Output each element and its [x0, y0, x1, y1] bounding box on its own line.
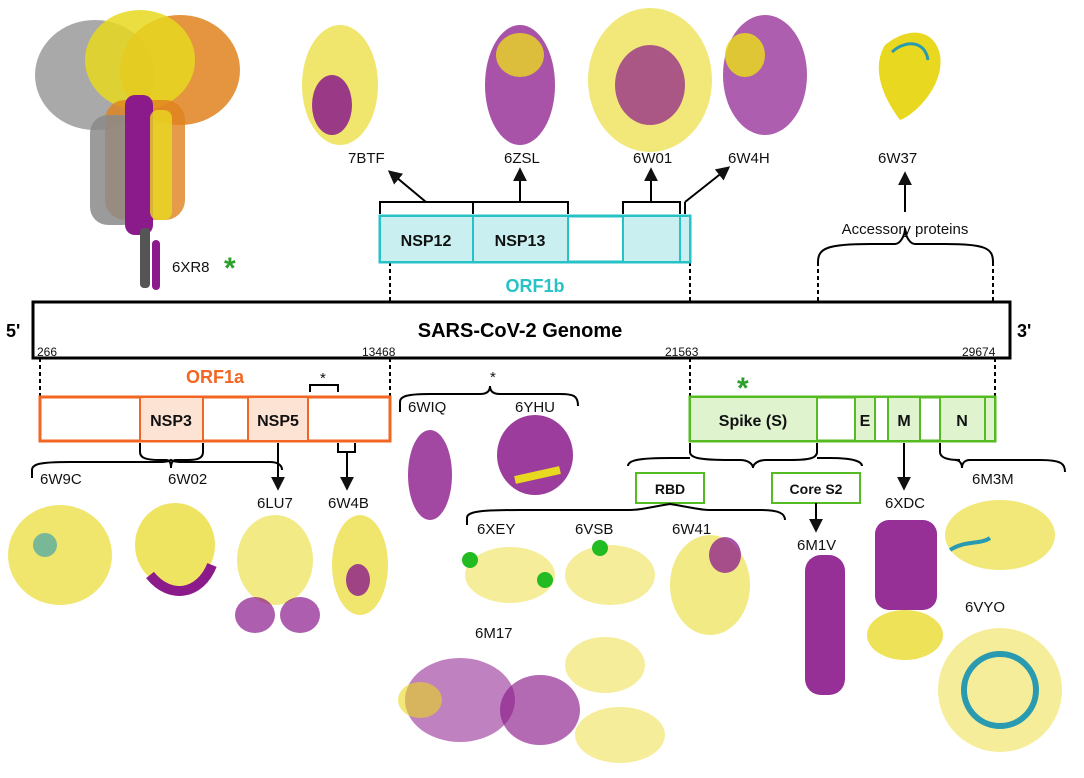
structure-6w9c	[8, 505, 112, 605]
pdb-6xdc: 6XDC	[885, 495, 925, 512]
segment-nsp3: NSP3	[150, 413, 192, 430]
structure-6m3m	[945, 500, 1055, 570]
five-prime-label: 5'	[6, 321, 20, 341]
pdb-6w01: 6W01	[633, 150, 672, 167]
structure-6m1v	[805, 555, 845, 695]
segment-spike: Spike (S)	[719, 413, 787, 430]
top-connectors	[379, 166, 994, 263]
pdb-6xey: 6XEY	[477, 521, 515, 538]
orf1a-label: ORF1a	[186, 367, 245, 387]
pdb-6m3m: 6M3M	[972, 471, 1014, 488]
position-21563: 21563	[665, 345, 699, 359]
orf1b-label: ORF1b	[505, 276, 564, 296]
segment-nsp5: NSP5	[257, 413, 299, 430]
genome-bar	[31, 300, 1012, 360]
middle-star: *	[490, 369, 496, 386]
pdb-7btf: 7BTF	[348, 150, 385, 167]
orf1a-star: *	[320, 370, 326, 387]
structure-6w37	[878, 32, 941, 120]
pdb-6m17: 6M17	[475, 625, 513, 642]
structure-6vyo	[938, 628, 1062, 752]
core-s2-box	[771, 472, 861, 504]
structure-6wiq	[408, 430, 452, 520]
orf1b-track: NSP12 NSP13	[378, 214, 692, 264]
structure-6xey	[462, 547, 555, 603]
pdb-6vsb: 6VSB	[575, 521, 613, 538]
structure-6vsb	[565, 540, 665, 763]
segment-nsp13: NSP13	[495, 233, 546, 250]
structure-6w4b	[332, 515, 388, 615]
segment-m: M	[897, 413, 910, 430]
structure-6xdc	[867, 520, 943, 660]
structure-6yhu	[497, 415, 573, 495]
structure-6zsl	[485, 25, 555, 145]
pdb-6w41: 6W41	[672, 521, 711, 538]
structure-6w01	[588, 8, 712, 152]
orf1a-track: NSP3 NSP5	[38, 395, 392, 443]
segment-e: E	[860, 413, 871, 430]
pdb-6w4h: 6W4H	[728, 150, 770, 167]
pdb-6vyo: 6VYO	[965, 599, 1005, 616]
position-29674: 29674	[962, 345, 996, 359]
structure-6w02	[135, 503, 217, 596]
position-13468: 13468	[362, 345, 396, 359]
rbd-label: RBD	[655, 481, 685, 497]
structure-6lu7	[235, 515, 320, 633]
structure-6m17	[398, 658, 580, 745]
bottom-connectors	[31, 385, 1066, 533]
position-266: 266	[37, 345, 57, 359]
pdb-6w9c: 6W9C	[40, 471, 82, 488]
genome-title: SARS-CoV-2 Genome	[418, 320, 622, 342]
spike-star: *	[737, 372, 749, 405]
pdb-6zsl: 6ZSL	[504, 150, 540, 167]
spike-full-star: *	[224, 252, 236, 285]
segment-n: N	[956, 413, 968, 430]
accessory-label: Accessory proteins	[842, 221, 969, 238]
core-s2-label: Core S2	[790, 481, 843, 497]
spike-trimer-structure	[35, 10, 240, 290]
pdb-6m1v: 6M1V	[797, 537, 836, 554]
structure-6w41	[670, 535, 750, 635]
pdb-6w37: 6W37	[878, 150, 917, 167]
structure-7btf	[302, 25, 378, 145]
structure-6w4h	[723, 15, 807, 135]
structural-track: Spike (S) E M N	[688, 395, 997, 443]
three-prime-label: 3'	[1017, 321, 1031, 341]
pdb-6lu7: 6LU7	[257, 495, 293, 512]
pdb-6yhu: 6YHU	[515, 399, 555, 416]
segment-nsp12: NSP12	[401, 233, 452, 250]
pdb-6xr8: 6XR8	[172, 259, 210, 276]
pdb-6w4b: 6W4B	[328, 495, 369, 512]
pdb-6wiq: 6WIQ	[408, 399, 446, 416]
pdb-6w02: 6W02	[168, 471, 207, 488]
